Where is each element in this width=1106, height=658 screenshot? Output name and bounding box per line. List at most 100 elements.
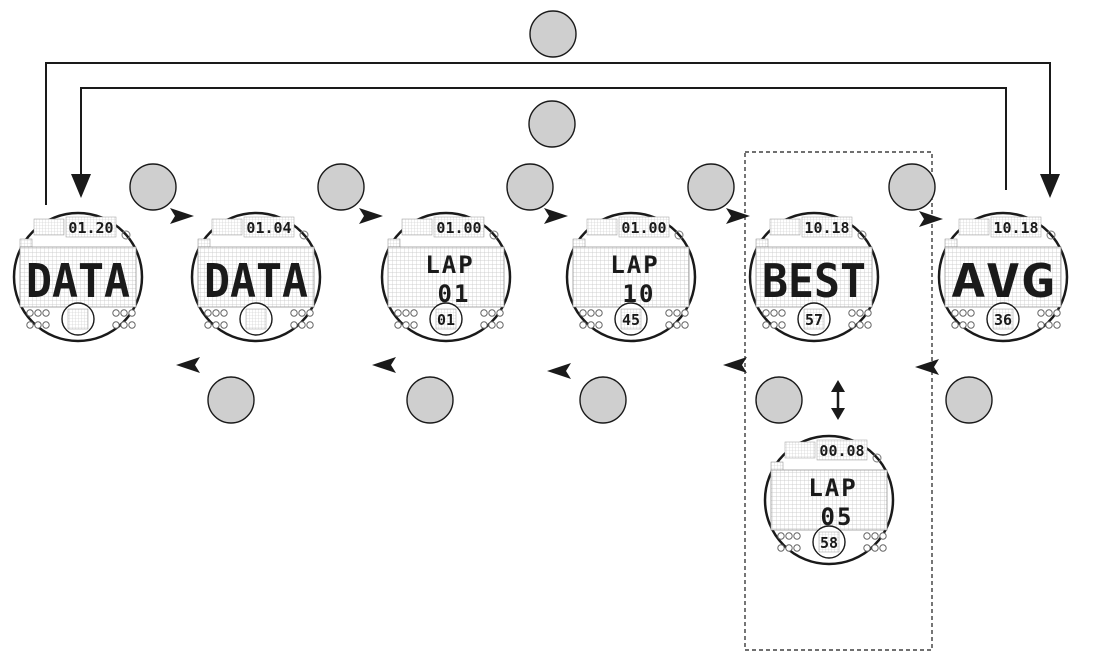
button-marker-next-5[interactable] [888,163,936,211]
status-icon [480,321,488,329]
moon-icon [872,453,882,463]
status-icon [863,532,871,540]
status-icon [42,309,50,317]
bottom-subdial-panel [818,531,840,553]
button-marker-next-1[interactable] [129,163,177,211]
status-icon [863,544,871,552]
top-readout: 10.18 [804,219,849,237]
top-readout: 01.00 [621,219,666,237]
status-icon [496,321,504,329]
dot-matrix-panel [770,469,888,531]
arrow-down-head [831,408,845,420]
top-left-icon-cluster [769,218,801,236]
status-icon [770,321,778,329]
left-icons-group [579,309,603,329]
status-icon [112,321,120,329]
button-marker-top-outer[interactable] [529,10,577,58]
top-digits-panel [618,216,670,238]
status-icon [959,321,967,329]
status-icon [777,544,785,552]
status-icon [778,309,786,317]
right-icons-group [848,309,872,329]
status-icon [42,321,50,329]
top-digits-panel [990,216,1042,238]
matrix-line-1: LAP [610,251,659,279]
bottom-readout: 58 [820,534,838,552]
top-left-icon-cluster [586,218,618,236]
button-marker-prev-2[interactable] [406,376,454,424]
status-icon [1045,321,1053,329]
matrix-line-1: AVG [951,254,1055,308]
button-marker-prev-1[interactable] [207,376,255,424]
right-icons-group [480,309,504,329]
button-marker-prev-4[interactable] [755,376,803,424]
bottom-subdial-panel [435,308,457,330]
button-marker-top-inner[interactable] [528,100,576,148]
status-icon [410,309,418,317]
left-icons-group [394,309,418,329]
status-icon [595,321,603,329]
bottom-subdial-panel [992,308,1014,330]
top-readout: 10.18 [993,219,1038,237]
arrow-right-2 [359,208,383,224]
status-icon [762,309,770,317]
status-icon [480,309,488,317]
top-readout: 01.20 [68,219,113,237]
button-marker-next-4[interactable] [687,163,735,211]
button-marker-next-2[interactable] [317,163,365,211]
dot-matrix-panel [572,246,690,308]
status-icon [848,309,856,317]
matrix-line-1: BEST [762,254,866,308]
outer-loop-line [45,62,1051,205]
arrow-left-3 [547,363,571,379]
arrow-right-1 [170,208,194,224]
top-digits-panel [816,439,868,461]
status-icon [290,321,298,329]
left-icons-group [777,532,801,552]
status-icon [848,321,856,329]
status-icon [128,321,136,329]
status-icon [879,544,887,552]
button-markers[interactable] [129,10,993,424]
top-digits-panel [801,216,853,238]
moon-icon [674,230,684,240]
top-digits-panel [433,216,485,238]
status-icon [34,309,42,317]
right-icons-group [665,309,689,329]
status-icon [864,309,872,317]
top-left-icon-cluster [784,441,816,459]
status-icon [204,321,212,329]
button-marker-prev-5[interactable] [945,376,993,424]
best-lap-group-box [744,151,933,651]
dot-matrix-panel [755,246,873,308]
status-icon [290,309,298,317]
status-icon [496,309,504,317]
button-marker-prev-3[interactable] [579,376,627,424]
status-icon [579,309,587,317]
status-icon [681,321,689,329]
right-icons-group [863,532,887,552]
status-icon [394,321,402,329]
status-icon [1037,321,1045,329]
outer-loop-arrowhead [1040,174,1060,198]
status-icon [587,321,595,329]
arrow-up-head [831,380,845,392]
status-icon [26,321,34,329]
status-icon [579,321,587,329]
status-icon [595,309,603,317]
bottom-readout: 36 [994,311,1012,329]
left-icons-group [26,309,50,329]
dot-matrix-panel [19,246,137,308]
top-readout: 00.08 [819,442,864,460]
inner-loop-arrowhead [71,174,91,198]
status-icon [778,321,786,329]
button-marker-next-3[interactable] [506,163,554,211]
status-icon [1037,309,1045,317]
